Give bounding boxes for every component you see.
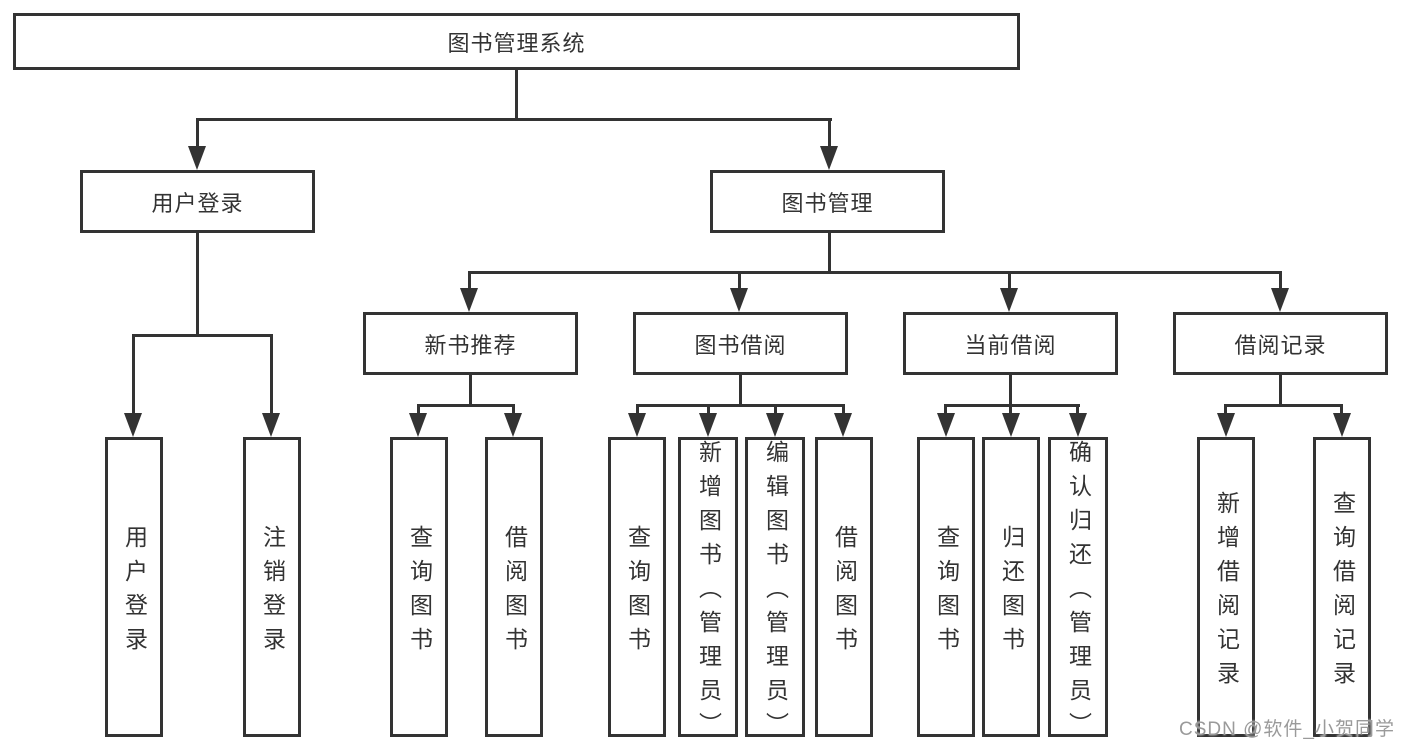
leaf-nb-query-books-label: 查询图书 xyxy=(406,524,433,661)
leaf-cb-confirm-return-label: 确认归还（管理员） xyxy=(1065,439,1092,746)
leaf-br-query-record-label: 查询借阅记录 xyxy=(1329,490,1356,695)
node-current-borrow-label: 当前借阅 xyxy=(964,332,1057,358)
node-leaf-nb-query-books: 查询图书 xyxy=(390,437,448,737)
node-leaf-bb-add-books: 新增图书（管理员） xyxy=(678,437,738,746)
node-user-login: 用户登录 xyxy=(80,170,315,233)
node-leaf-bb-borrow-books: 借阅图书 xyxy=(815,437,873,737)
connector-to-current-borrow xyxy=(1008,271,1011,295)
arrow-down-icon xyxy=(1217,413,1235,437)
node-leaf-cb-return-books: 归还图书 xyxy=(982,437,1040,737)
connector-bb-3 xyxy=(774,404,777,419)
arrow-down-icon xyxy=(504,413,522,437)
csdn-watermark: CSDN @软件_小贺同学 xyxy=(1179,719,1395,740)
leaf-nb-borrow-books-label: 借阅图书 xyxy=(501,524,528,661)
node-new-book-recommend-label: 新书推荐 xyxy=(424,332,517,358)
connector-nb-stem xyxy=(469,375,472,407)
connector-bb-branch xyxy=(636,404,845,407)
leaf-cb-return-books-label: 归还图书 xyxy=(998,524,1025,661)
arrow-down-icon xyxy=(1333,413,1351,437)
connector-root-to-book-management xyxy=(828,118,831,164)
leaf-bb-borrow-books-label: 借阅图书 xyxy=(831,524,858,661)
leaf-br-add-record-label: 新增借阅记录 xyxy=(1213,490,1240,695)
node-leaf-cb-query-books: 查询图书 xyxy=(917,437,975,737)
node-borrow-records-label: 借阅记录 xyxy=(1234,332,1327,358)
node-leaf-logout: 注销登录 xyxy=(243,437,301,737)
connector-nb-branch xyxy=(417,404,515,407)
arrow-down-icon xyxy=(730,288,748,312)
node-root: 图书管理系统 xyxy=(13,13,1020,70)
arrow-down-icon xyxy=(124,413,142,437)
connector-to-borrow-records xyxy=(1279,271,1282,295)
arrow-down-icon xyxy=(1069,413,1087,437)
connector-book-management-stem xyxy=(828,233,831,274)
arrow-down-icon xyxy=(834,413,852,437)
leaf-logout-label: 注销登录 xyxy=(259,524,286,661)
connector-nb-right xyxy=(512,404,515,419)
connector-cb-2 xyxy=(1009,404,1012,419)
connector-bb-1 xyxy=(636,404,639,419)
node-leaf-user-login: 用户登录 xyxy=(105,437,163,737)
arrow-down-icon xyxy=(1271,288,1289,312)
node-book-borrow: 图书借阅 xyxy=(633,312,848,375)
node-new-book-recommend: 新书推荐 xyxy=(363,312,578,375)
arrow-down-icon xyxy=(820,146,838,170)
node-book-management: 图书管理 xyxy=(710,170,945,233)
leaf-bb-edit-books-label: 编辑图书（管理员） xyxy=(762,439,789,746)
node-root-label: 图书管理系统 xyxy=(447,30,586,56)
arrow-down-icon xyxy=(188,146,206,170)
connector-bb-4 xyxy=(842,404,845,419)
connector-cb-3 xyxy=(1076,404,1079,419)
arrow-down-icon xyxy=(1000,288,1018,312)
connector-br-stem xyxy=(1279,375,1282,407)
node-borrow-records: 借阅记录 xyxy=(1173,312,1388,375)
connector-br-branch xyxy=(1224,404,1343,407)
arrow-down-icon xyxy=(937,413,955,437)
leaf-bb-add-books-label: 新增图书（管理员） xyxy=(695,439,722,746)
arrow-down-icon xyxy=(460,288,478,312)
connector-cb-1 xyxy=(944,404,947,419)
node-leaf-br-add-record: 新增借阅记录 xyxy=(1197,437,1255,737)
arrow-down-icon xyxy=(409,413,427,437)
arrow-down-icon xyxy=(1002,413,1020,437)
node-leaf-cb-confirm-return: 确认归还（管理员） xyxy=(1048,437,1108,746)
leaf-user-login-label: 用户登录 xyxy=(121,524,148,661)
connector-user-login-stem xyxy=(196,233,199,337)
node-book-management-label: 图书管理 xyxy=(781,190,874,216)
arrow-down-icon xyxy=(766,413,784,437)
connector-book-management-branch xyxy=(468,271,1281,274)
node-leaf-bb-query-books: 查询图书 xyxy=(608,437,666,737)
connector-root-branch xyxy=(196,118,832,121)
arrow-down-icon xyxy=(628,413,646,437)
arrow-down-icon xyxy=(262,413,280,437)
connector-user-login-branch xyxy=(132,334,273,337)
node-user-login-label: 用户登录 xyxy=(151,190,244,216)
connector-root-stem xyxy=(515,70,518,120)
connector-to-new-book-recommend xyxy=(468,271,471,295)
node-book-borrow-label: 图书借阅 xyxy=(694,332,787,358)
arrow-down-icon xyxy=(699,413,717,437)
connector-root-to-user-login xyxy=(196,118,199,164)
connector-br-left xyxy=(1224,404,1227,419)
node-leaf-nb-borrow-books: 借阅图书 xyxy=(485,437,543,737)
connector-bb-2 xyxy=(707,404,710,419)
connector-cb-stem xyxy=(1009,375,1012,407)
leaf-cb-query-books-label: 查询图书 xyxy=(933,524,960,661)
connector-to-book-borrow xyxy=(738,271,741,295)
leaf-bb-query-books-label: 查询图书 xyxy=(624,524,651,661)
connector-br-right xyxy=(1340,404,1343,419)
connector-cb-branch xyxy=(944,404,1080,407)
node-leaf-bb-edit-books: 编辑图书（管理员） xyxy=(745,437,805,746)
connector-to-login-leaf xyxy=(132,334,135,419)
connector-to-logout-leaf xyxy=(270,334,273,419)
connector-nb-left xyxy=(417,404,420,419)
connector-bb-stem xyxy=(739,375,742,407)
node-leaf-br-query-record: 查询借阅记录 xyxy=(1313,437,1371,737)
node-current-borrow: 当前借阅 xyxy=(903,312,1118,375)
